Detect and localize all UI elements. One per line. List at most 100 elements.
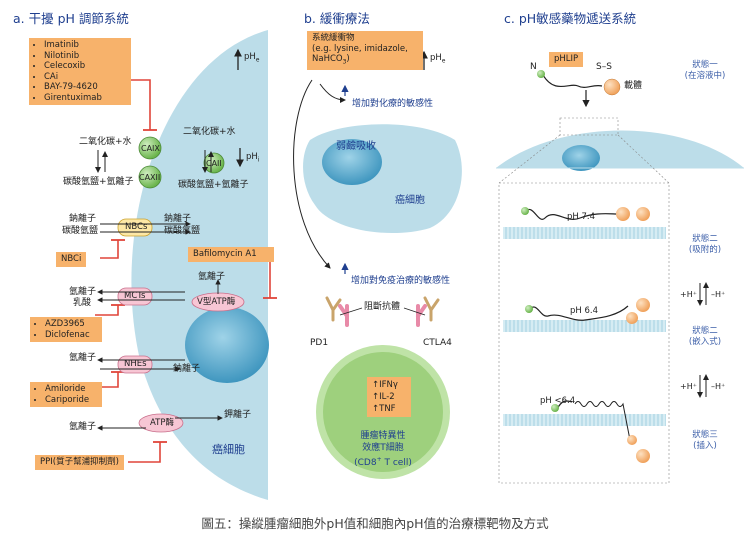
membrane-state2a: [503, 227, 666, 239]
inhibit-line-nbc: [100, 240, 119, 259]
blocking-antibody-left: [325, 296, 342, 322]
ca-bottom-label: 碳酸氫鹽+氫離子: [63, 177, 134, 187]
panel-c-cell: [496, 130, 744, 168]
state2b-label: 狀態二(嵌入式): [688, 326, 722, 347]
blocking-antibody-right: [423, 296, 440, 322]
nbc-out-label-1: 鈉離子: [164, 214, 192, 224]
cell-nucleus: [185, 307, 269, 383]
atpase-label: ATP酶: [150, 418, 174, 428]
nbc-in-label-2: 碳酸氫鹽: [62, 226, 99, 236]
phlip-box: pHLIP: [549, 52, 584, 67]
cytokine-il2: ↑IL-2: [372, 392, 395, 402]
buffer-arrow-immuno: [293, 79, 331, 269]
drug-item: Imatinib: [44, 40, 126, 51]
phlt64-label: pH <6.4: [540, 396, 576, 406]
n-terminus-label: N: [530, 62, 537, 72]
pd1-receptor: [338, 304, 349, 327]
carrier-label: 載體: [624, 81, 643, 91]
atpase-h-label: 氫離子: [69, 422, 97, 432]
chemo-sensitivity-label: 增加對化療的敏感性: [352, 99, 434, 109]
alpha-helix: [574, 401, 631, 441]
drug-box-ppi: PPI(質子幫浦抑制劑): [35, 455, 124, 470]
nhe-na-label: 鈉離子: [173, 364, 201, 374]
phlip-peptide: [542, 74, 603, 89]
phe-label-b: pHe: [430, 53, 446, 65]
nbcs-label: NBCs: [125, 222, 148, 232]
cytokine-box: ↑IFNγ ↑IL-2 ↑TNF: [367, 377, 411, 417]
buffer-examples: (e.g. lysine, imidazole,: [312, 43, 408, 54]
buffer-arrow-chemo: [319, 83, 346, 103]
panel-c-title: c. pH敏感藥物遞送系統: [504, 11, 637, 26]
drug-item: Nilotinib: [44, 51, 126, 62]
nhes-label: NHEs: [124, 359, 147, 369]
panel-a-title: a. 干擾 pH 調節系統: [13, 11, 129, 26]
mct-h-label: 氫離子: [69, 287, 97, 297]
vatp-label: V型ATP酶: [197, 297, 236, 307]
weak-base-label: 弱鹼吸收: [336, 141, 376, 152]
atpase-k-label: 鉀離子: [224, 410, 252, 420]
phi-label-a: pHi: [246, 152, 260, 164]
membrane-state3: [503, 414, 666, 426]
drug-box-caix: Imatinib Nilotinib Celecoxib CAi BAY-79-…: [29, 38, 131, 105]
cii-bottom-label: 碳酸氫鹽+氫離子: [178, 180, 249, 190]
cii-top-label: 二氧化碳+水: [183, 127, 236, 137]
inhibit-line-mct: [95, 305, 119, 316]
cytokine-tnf: ↑TNF: [372, 404, 396, 414]
drug-item: CAi: [44, 72, 126, 83]
mcts-label: MCTs: [124, 291, 146, 301]
hplus-right-1: –H⁺: [711, 290, 726, 299]
drug-box-nhe: Amiloride Cariporide: [30, 382, 102, 407]
panel-b-title: b. 緩衝療法: [304, 11, 370, 26]
ctla4-label: CTLA4: [423, 338, 452, 348]
drug-item: Girentuximab: [44, 93, 126, 104]
panel-b-cancer-cell-label: 癌細胞: [395, 195, 425, 206]
ca-top-label: 二氧化碳+水: [79, 137, 132, 147]
phlip-n-terminus: [537, 70, 545, 78]
pd1-label: PD1: [310, 338, 329, 348]
membrane-state2b: [503, 320, 666, 332]
buffer-title: 系統緩衝物: [312, 33, 355, 43]
t-cell-label: 腫瘤特異性 效應T細胞 (CD8+ T cell): [354, 431, 412, 468]
immuno-sensitivity-label: 增加對免疫治療的敏感性: [351, 276, 451, 286]
state1-label: 狀態一(在溶液中): [684, 60, 726, 81]
drug-item: AZD3965: [45, 319, 97, 330]
figure-caption: 圖五：操縱腫瘤細胞外pH值和細胞內pH值的治療標靶物及方式: [201, 516, 549, 531]
drug-item: Amiloride: [45, 384, 97, 395]
state2a-label: 狀態二(吸附的): [688, 234, 722, 255]
nbc-in-label-1: 鈉離子: [69, 214, 97, 224]
hplus-left-2: +H⁺: [680, 382, 697, 391]
panel-a-cancer-cell-label: 癌細胞: [212, 443, 245, 456]
panel-b-nucleus: [322, 139, 382, 185]
inhibit-line-nhe: [95, 372, 119, 388]
drug-item: BAY-79-4620: [44, 82, 126, 93]
phe-label-a: pHe: [244, 52, 260, 64]
hplus-left-1: +H⁺: [680, 290, 697, 299]
caix-enzyme: [138, 136, 162, 160]
h-k-atpase: [138, 413, 184, 433]
ph64-label: pH 6.4: [570, 306, 599, 316]
vatp-h-label: 氫離子: [198, 272, 226, 282]
zoom-box: [498, 182, 670, 484]
ss-bond-label: S–S: [596, 62, 612, 72]
caix-label: CAIX: [141, 144, 160, 153]
ctla4-receptor: [416, 304, 427, 327]
drug-box-bafilomycin: Bafilomycin A1: [188, 247, 274, 262]
caii-enzyme: [203, 152, 225, 174]
state3-label: 狀態三(插入): [692, 430, 718, 451]
caxii-label: CAXII: [139, 173, 161, 182]
panel-c-nucleus: [562, 145, 600, 171]
buffer-box: 系統緩衝物 (e.g. lysine, imidazole, NaHCO3): [307, 31, 423, 71]
inhibit-line-atpase: [128, 442, 161, 463]
inhibit-line-caix: [128, 79, 151, 130]
nhe-h-label: 氫離子: [69, 353, 97, 363]
drug-box-nbci: NBCi: [56, 252, 87, 267]
caxii-enzyme: [138, 165, 162, 189]
drug-item: Diclofenac: [45, 330, 97, 341]
panel-b-cancer-cell: [303, 124, 462, 234]
cancer-cell-membrane: [131, 30, 268, 500]
cytokine-ifng: ↑IFNγ: [372, 380, 398, 390]
blocking-antibody-label: 阻斷抗體: [364, 302, 401, 312]
caii-label: CAII: [206, 159, 222, 168]
ph74-label: pH 7.4: [567, 212, 596, 222]
